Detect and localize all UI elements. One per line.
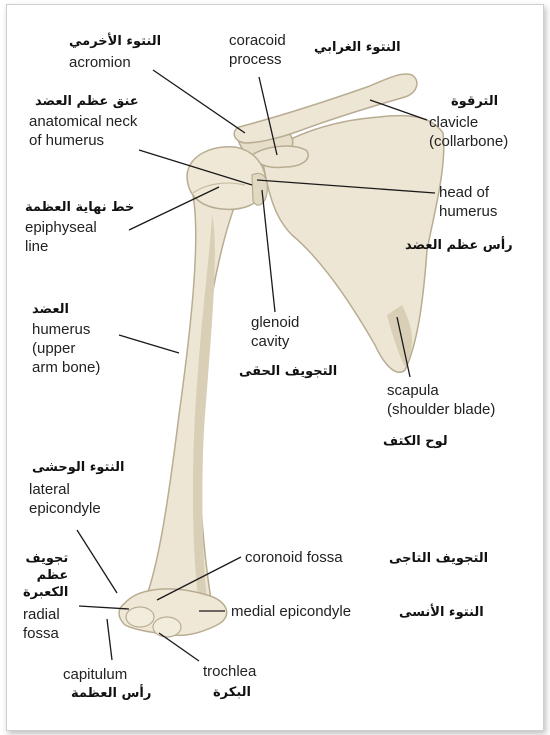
glenoid-cavity-label-ar: التجويف الحقى bbox=[239, 363, 337, 380]
coronoid-fossa-label-ar: التجويف التاجى bbox=[389, 550, 488, 567]
head-of-humerus-label: head of humerus bbox=[439, 183, 497, 221]
leader-glenoid bbox=[262, 190, 275, 312]
glenoid-cavity-label: glenoid cavity bbox=[251, 313, 299, 351]
trochlea-label: trochlea bbox=[203, 662, 256, 681]
glenoid-bone bbox=[252, 173, 267, 205]
leader-trochlea bbox=[159, 633, 199, 661]
trochlea-label-ar: البكرة bbox=[213, 684, 251, 701]
leader-capitulum bbox=[107, 619, 112, 660]
leader-humerus bbox=[119, 335, 179, 353]
leader-lateral-epicondyle bbox=[77, 530, 117, 593]
capitulum-label: capitulum bbox=[63, 665, 127, 684]
leader-acromion bbox=[153, 70, 245, 133]
head-of-humerus-label-ar: رأس عظم العضد bbox=[405, 237, 513, 254]
humerus-label-ar: العضد bbox=[32, 301, 69, 318]
capitulum-bone bbox=[126, 607, 154, 627]
scapula-label-ar: لوح الكتف bbox=[383, 433, 448, 450]
medial-epicondyle-label-ar: النتوء الأنسى bbox=[399, 604, 484, 621]
scapula-label: scapula (shoulder blade) bbox=[387, 381, 495, 419]
clavicle-label-ar: الترقوة bbox=[451, 93, 498, 110]
anatomical-neck-label-ar: عنق عظم العضد bbox=[35, 93, 139, 110]
humerus-label: humerus (upper arm bone) bbox=[32, 320, 100, 377]
lateral-epicondyle-label: lateral epicondyle bbox=[29, 480, 101, 518]
anatomical-neck-label: anatomical neck of humerus bbox=[29, 112, 137, 150]
epiphyseal-line-label-ar: خط نهاية العظمة bbox=[25, 199, 134, 216]
radial-fossa-label: radial fossa bbox=[23, 605, 60, 643]
capitulum-label-ar: رأس العظمة bbox=[71, 685, 151, 702]
diagram-frame: النتوء الأخرمي acromion coracoid process… bbox=[6, 4, 544, 731]
coracoid-process-label-ar: النتوء الغرابي bbox=[314, 39, 401, 56]
epiphyseal-line-label: epiphyseal line bbox=[25, 218, 97, 256]
humerus-bone bbox=[145, 190, 239, 605]
clavicle-label: clavicle (collarbone) bbox=[429, 113, 508, 151]
medial-epicondyle-label: medial epicondyle bbox=[231, 602, 351, 621]
acromion-label-ar: النتوء الأخرمي bbox=[69, 33, 161, 50]
radial-fossa-label-ar: تجويف عظم الكعبرة bbox=[23, 550, 68, 601]
trochlea-bone bbox=[153, 617, 181, 637]
coronoid-fossa-label: coronoid fossa bbox=[245, 548, 343, 567]
lateral-epicondyle-label-ar: النتوء الوحشى bbox=[32, 459, 125, 476]
acromion-label: acromion bbox=[69, 53, 131, 72]
coracoid-process-label: coracoid process bbox=[229, 31, 286, 69]
